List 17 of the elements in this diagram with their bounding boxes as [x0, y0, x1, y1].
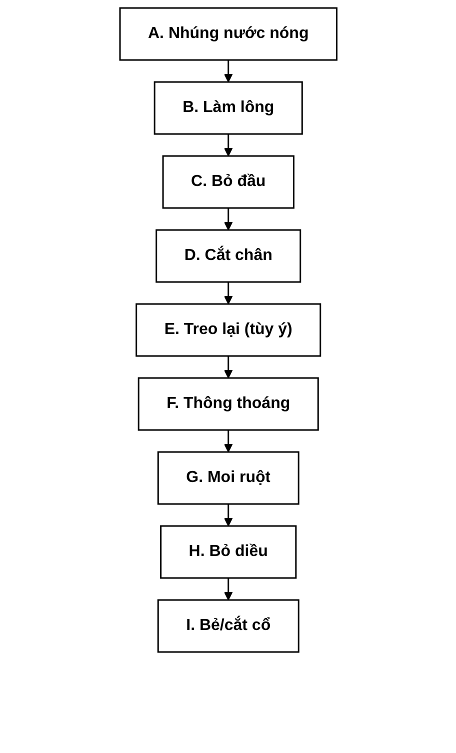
arrow [224, 208, 232, 230]
arrow [224, 60, 232, 82]
node-box: C. Bỏ đầu [162, 155, 294, 209]
node-box: B. Làm lông [153, 81, 303, 135]
node-box: E. Treo lại (tùy ý) [135, 303, 321, 357]
arrow [224, 578, 232, 600]
arrow [224, 430, 232, 452]
arrow [224, 134, 232, 156]
node-box: D. Cắt chân [155, 229, 301, 283]
node-box: A. Nhúng nước nóng [118, 7, 338, 61]
arrow [224, 282, 232, 304]
node-box: H. Bỏ diều [160, 525, 296, 579]
node-box: F. Thông thoáng [137, 377, 319, 431]
node-box: G. Moi ruột [157, 451, 299, 505]
node-box: I. Bẻ/cắt cổ [157, 599, 299, 653]
arrow [224, 504, 232, 526]
arrow [224, 356, 232, 378]
